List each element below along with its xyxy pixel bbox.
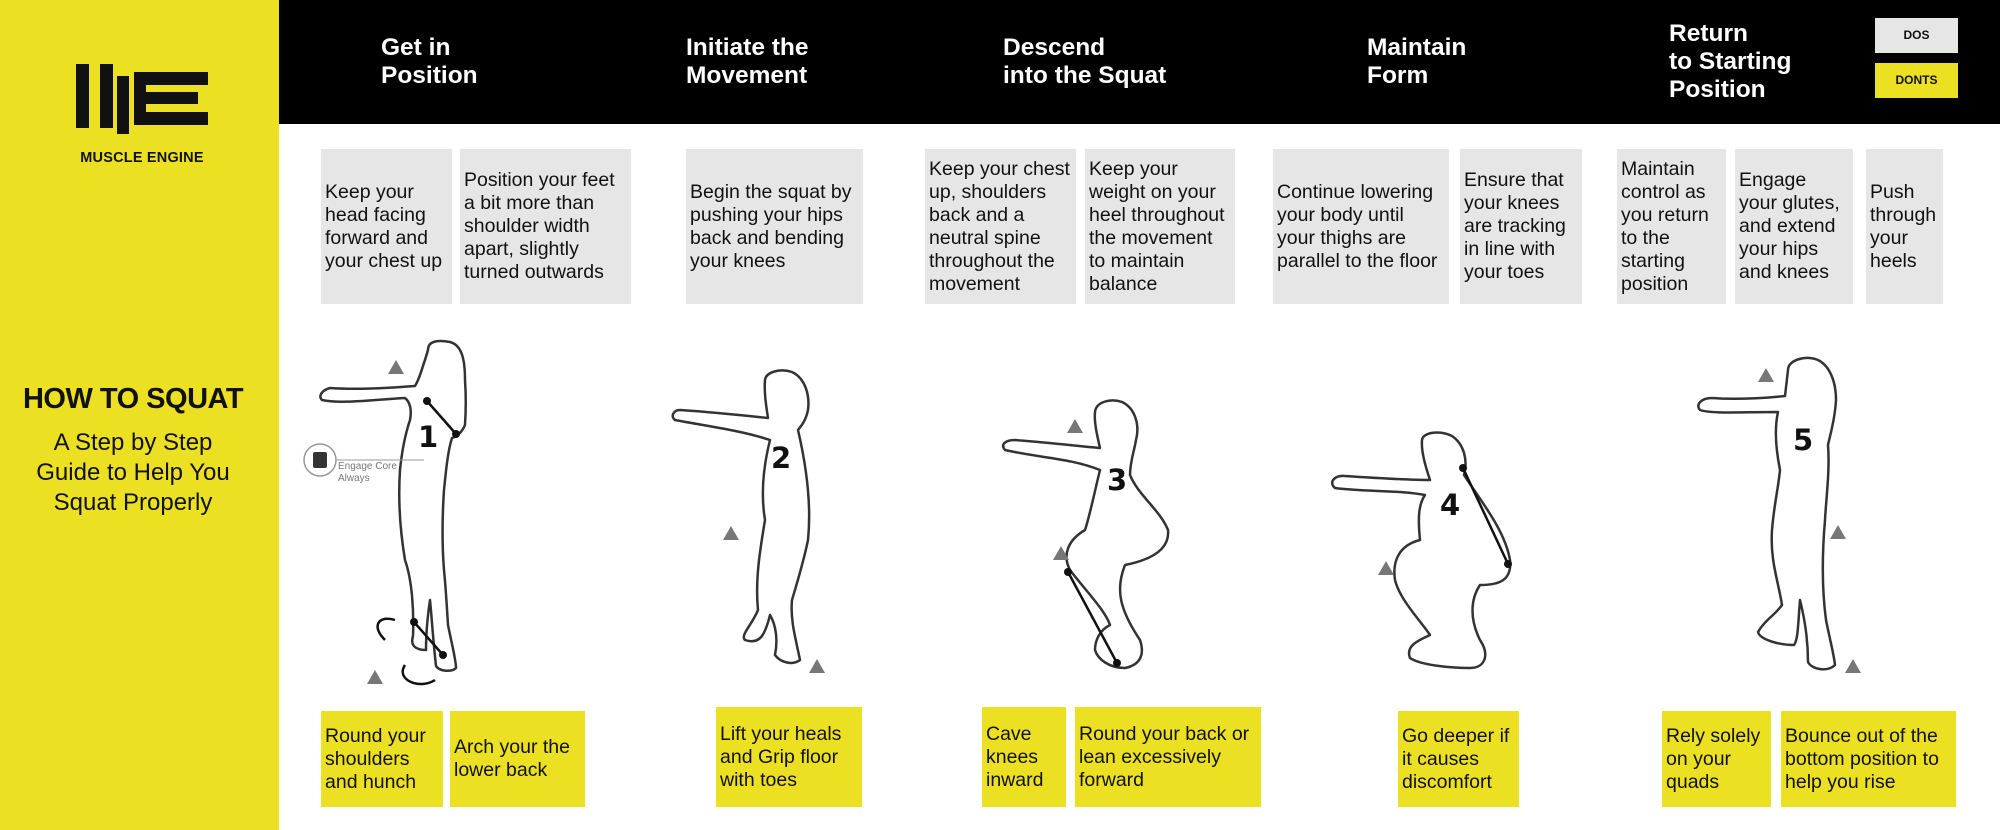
triangle-marker-icon [809,659,825,673]
step-3-number: 3 [1107,463,1127,497]
triangle-marker-icon [367,670,383,684]
step-2-number: 2 [771,441,791,475]
do-card: Continue lowering your body until your t… [1273,149,1449,304]
dont-card: Go deeper if it causes discomfort [1398,711,1519,807]
step-1-title: Get in Position [381,34,478,89]
do-card: Keep your chest up, shoulders back and a… [925,149,1076,304]
dont-card: Lift your heals and Grip floor with toes [716,707,862,807]
step-5-title: Return to Starting Position [1669,20,1792,103]
step-1-number: 1 [418,420,438,454]
triangle-marker-icon [1067,419,1083,433]
page-subtitle: A Step by Step Guide to Help You Squat P… [36,429,230,516]
step-3-title: Descend into the Squat [1003,34,1167,89]
do-card: Keep your weight on your heel throughout… [1085,149,1235,304]
figure-5 [1697,356,1838,671]
brand-logo: MUSCLE ENGINE [70,58,214,166]
step-4-title: Maintain Form [1367,34,1467,89]
dont-card: Round your shoulders and hunch [321,711,443,807]
figure-2 [671,369,811,665]
step-4-number: 4 [1440,488,1460,522]
figure-4 [1330,431,1512,670]
core-annotation-line2: Always [338,473,370,484]
sidebar: MUSCLE ENGINE HOW TO SQUAT A Step by Ste… [0,0,279,830]
figure-3 [1001,399,1170,670]
do-card: Ensure that your knees are tracking in l… [1460,149,1582,304]
triangle-marker-icon [1378,561,1394,575]
triangle-marker-icon [1758,368,1774,382]
do-card: Engage your glutes, and extend your hips… [1735,149,1853,304]
do-card: Push through your heels [1866,149,1943,304]
step-2-title: Initiate the Movement [686,34,809,89]
do-card: Position your feet a bit more than shoul… [460,149,631,304]
dont-card: Bounce out of the bottom position to hel… [1781,711,1956,807]
brand-name: MUSCLE ENGINE [80,150,204,166]
step-5-number: 5 [1793,423,1813,457]
dont-card: Cave knees inward [982,707,1066,807]
do-card: Begin the squat by pushing your hips bac… [686,149,863,304]
steps-header [279,0,2000,124]
do-card: Keep your head facing forward and your c… [321,149,452,304]
triangle-marker-icon [388,360,404,374]
core-annotation-line1: Engage Core [338,461,397,472]
dont-card: Round your back or lean excessively forw… [1075,707,1261,807]
rotate-arrow-icon [376,617,436,686]
dont-card: Rely solely on your quads [1662,711,1771,807]
donts-button[interactable]: DONTS [1875,63,1958,98]
dos-button[interactable]: DOS [1875,18,1958,53]
muscle-engine-logo-icon [76,64,208,134]
page-title: HOW TO SQUAT [22,383,244,415]
triangle-marker-icon [1845,659,1861,673]
dont-card: Arch your the lower back [450,711,585,807]
triangle-marker-icon [1830,525,1846,539]
do-card: Maintain control as you return to the st… [1617,149,1726,304]
figure-1 [319,339,467,672]
triangle-marker-icon [723,526,739,540]
